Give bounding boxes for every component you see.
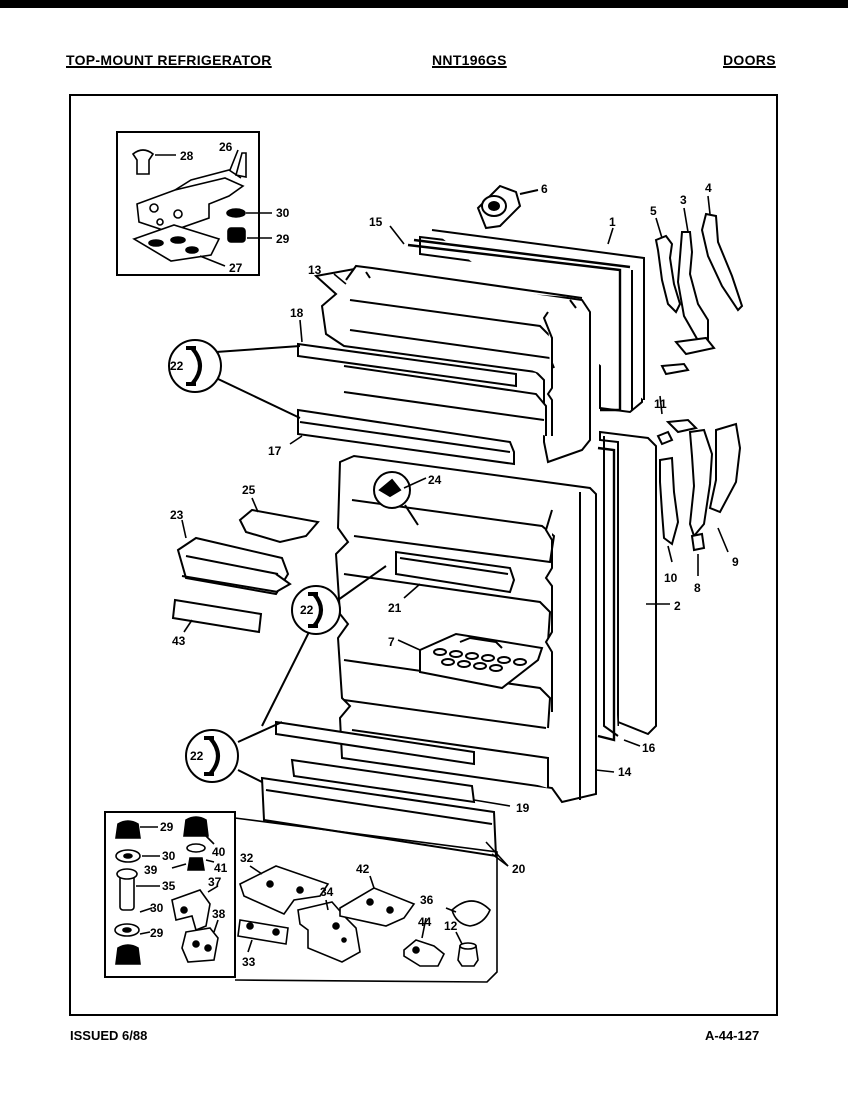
header-model-number: NNT196GS bbox=[432, 52, 507, 68]
callout-17: 17 bbox=[268, 444, 282, 458]
callout-13: 13 bbox=[308, 263, 322, 277]
callout-20: 20 bbox=[512, 862, 526, 876]
inset-bottom-hinge bbox=[104, 811, 236, 978]
callout-28: 28 bbox=[180, 149, 194, 163]
door-stop-part-6 bbox=[476, 184, 539, 230]
callout-39: 39 bbox=[144, 863, 158, 877]
callout-29-bottom-b: 29 bbox=[150, 926, 164, 940]
callout-14: 14 bbox=[618, 765, 632, 779]
callout-6: 6 bbox=[541, 182, 548, 196]
callout-15: 15 bbox=[369, 215, 383, 229]
callout-2: 2 bbox=[674, 599, 681, 613]
callout-12: 12 bbox=[444, 919, 458, 933]
callout-30-bottom-b: 30 bbox=[150, 901, 164, 915]
callout-labels: 1 2 3 4 5 6 7 8 9 10 11 12 13 14 15 16 1… bbox=[144, 140, 739, 969]
callout-33: 33 bbox=[242, 955, 256, 969]
header-section: DOORS bbox=[723, 52, 776, 68]
callout-29-bottom-a: 29 bbox=[160, 820, 174, 834]
circle-detail-22-lower bbox=[185, 729, 239, 783]
callout-3: 3 bbox=[680, 193, 687, 207]
fresh-food-door-shell bbox=[599, 430, 657, 737]
callout-11: 11 bbox=[654, 397, 667, 411]
callout-8: 8 bbox=[694, 581, 701, 595]
freezer-gasket bbox=[407, 238, 631, 412]
callout-35: 35 bbox=[162, 879, 176, 893]
fresh-food-handle-parts bbox=[656, 418, 742, 552]
egg-tray bbox=[419, 632, 544, 690]
freezer-door-liner bbox=[313, 264, 591, 464]
callout-30-bottom-a: 30 bbox=[162, 849, 176, 863]
callout-22-middle: 22 bbox=[300, 603, 314, 617]
freezer-shelf-bars bbox=[297, 342, 517, 466]
callout-18: 18 bbox=[290, 306, 304, 320]
callout-24: 24 bbox=[428, 473, 442, 487]
callout-29-top: 29 bbox=[276, 232, 290, 246]
fresh-food-gasket bbox=[597, 446, 616, 742]
circle-detail-22-middle bbox=[291, 585, 341, 635]
footer-issue-date: ISSUED 6/88 bbox=[70, 1028, 148, 1043]
callout-37: 37 bbox=[208, 875, 222, 889]
callout-38: 38 bbox=[212, 907, 226, 921]
callout-36: 36 bbox=[420, 893, 434, 907]
callout-1: 1 bbox=[609, 215, 616, 229]
callout-5: 5 bbox=[650, 204, 657, 218]
diagram-frame bbox=[69, 94, 778, 1016]
callout-10: 10 bbox=[664, 571, 678, 585]
callout-27: 27 bbox=[229, 261, 243, 275]
callout-30-top: 30 bbox=[276, 206, 290, 220]
callout-23: 23 bbox=[170, 508, 184, 522]
callout-40: 40 bbox=[212, 845, 226, 859]
callout-26: 26 bbox=[219, 140, 233, 154]
header-model-type: TOP-MOUNT REFRIGERATOR bbox=[66, 52, 272, 68]
callout-22-lower: 22 bbox=[190, 749, 204, 763]
dairy-compartment bbox=[171, 508, 320, 634]
fresh-food-door-liner bbox=[334, 454, 597, 804]
callout-43: 43 bbox=[172, 634, 186, 648]
callout-4: 4 bbox=[705, 181, 712, 195]
callout-21: 21 bbox=[388, 601, 402, 615]
circle-detail-22-upper bbox=[168, 339, 222, 393]
bottom-hinge-plates bbox=[234, 817, 498, 983]
callout-44: 44 bbox=[418, 915, 432, 929]
callout-19: 19 bbox=[516, 801, 530, 815]
callout-leaders bbox=[181, 195, 729, 953]
callout-42: 42 bbox=[356, 862, 370, 876]
inset-top-hinge bbox=[116, 131, 272, 276]
callout-32: 32 bbox=[240, 851, 254, 865]
fresh-food-shelf-bar-21 bbox=[395, 550, 516, 594]
callout-16: 16 bbox=[642, 741, 656, 755]
callout-7: 7 bbox=[388, 635, 395, 649]
freezer-handle-parts bbox=[654, 212, 744, 376]
callout-34: 34 bbox=[320, 885, 334, 899]
detail-leader-lines bbox=[215, 345, 387, 783]
bottom-shelf-bars bbox=[260, 720, 498, 858]
footer-page-code: A-44-127 bbox=[705, 1028, 760, 1043]
top-black-bar bbox=[0, 0, 848, 8]
callout-25: 25 bbox=[242, 483, 256, 497]
callout-22-upper: 22 bbox=[170, 359, 184, 373]
callout-41: 41 bbox=[214, 861, 228, 875]
callout-9: 9 bbox=[732, 555, 739, 569]
clip-detail-24 bbox=[373, 471, 419, 526]
